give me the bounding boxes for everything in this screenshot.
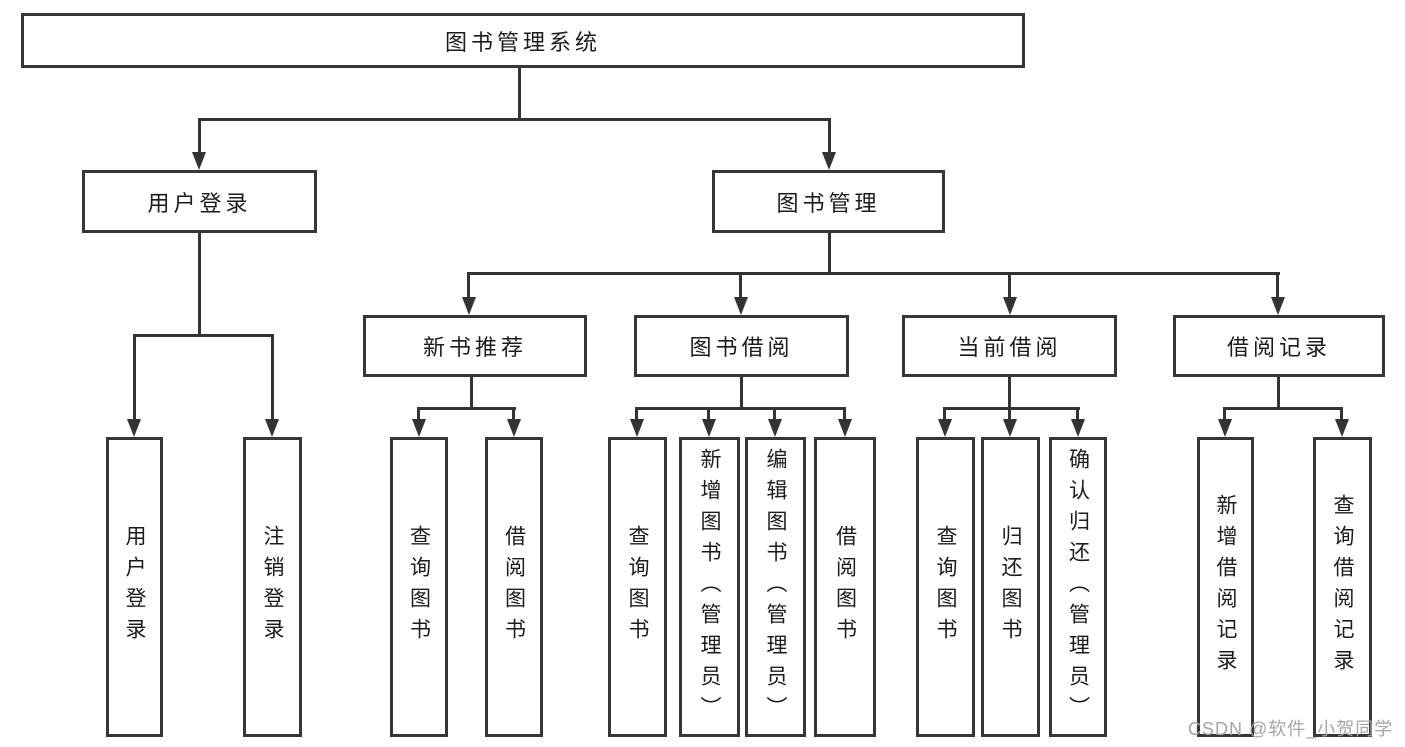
connector-segment [418,407,516,410]
node-borrow-records: 借阅记录 [1173,315,1385,377]
leaf-add-borrow-record: 新增借阅记录 [1197,437,1254,737]
connector-segment [740,377,743,409]
node-book-borrow: 图书借阅 [634,315,849,377]
arrowhead-down-icon [192,152,206,170]
arrowhead-down-icon [768,419,782,437]
arrowhead-down-icon [938,419,952,437]
node-new-book-recommend: 新书推荐 [363,315,587,377]
leaf-borrow-books: 借阅图书 [814,437,876,737]
connector-segment [843,407,846,421]
leaf-query-books-current: 查询图书 [916,437,975,737]
connector-segment [1008,407,1011,421]
connector-segment [467,272,470,299]
connector-segment [828,233,831,274]
connector-segment [1076,407,1079,421]
leaf-confirm-return-admin: 确认归还（管理员） [1049,437,1107,737]
leaf-add-books-admin: 新增图书（管理员） [679,437,740,737]
connector-segment [739,272,742,299]
arrowhead-down-icon [1335,419,1349,437]
connector-segment [198,233,201,337]
connector-segment [518,68,521,120]
arrowhead-down-icon [265,419,279,437]
arrowhead-down-icon [702,419,716,437]
arrowhead-down-icon [1271,297,1285,315]
arrowhead-down-icon [1003,297,1017,315]
connector-segment [512,407,515,421]
leaf-borrow-books-recommend: 借阅图书 [485,437,543,737]
connector-segment [1008,377,1011,409]
node-book-management: 图书管理 [712,170,945,233]
connector-segment [133,334,274,337]
connector-segment [1340,407,1343,421]
node-current-borrow: 当前借阅 [902,315,1117,377]
connector-segment [828,118,831,155]
node-root: 图书管理系统 [21,13,1025,68]
arrowhead-down-icon [412,419,426,437]
connector-segment [707,407,710,421]
leaf-query-borrow-record: 查询借阅记录 [1313,437,1372,737]
node-user-login: 用户登录 [82,170,317,233]
connector-segment [943,407,946,421]
arrowhead-down-icon [462,297,476,315]
arrowhead-down-icon [734,297,748,315]
connector-segment [1223,407,1226,421]
arrowhead-down-icon [822,152,836,170]
connector-segment [198,118,831,121]
arrowhead-down-icon [127,419,141,437]
connector-segment [1276,272,1279,299]
arrowhead-down-icon [838,419,852,437]
csdn-watermark: CSDN @软件_小贺同学 [1188,719,1394,739]
arrowhead-down-icon [1003,419,1017,437]
arrowhead-down-icon [1218,419,1232,437]
connector-segment [635,407,638,421]
leaf-logout: 注销登录 [243,437,302,737]
leaf-query-books-borrow: 查询图书 [608,437,667,737]
connector-segment [133,334,136,421]
leaf-user-login: 用户登录 [106,437,163,737]
arrowhead-down-icon [1071,419,1085,437]
connector-segment [944,407,1080,410]
connector-segment [1277,377,1280,409]
connector-segment [468,272,1280,275]
arrowhead-down-icon [630,419,644,437]
connector-segment [198,118,201,155]
leaf-query-books-recommend: 查询图书 [390,437,448,737]
connector-segment [1224,407,1343,410]
connector-segment [470,377,473,409]
connector-segment [417,407,420,421]
connector-segment [271,334,274,421]
connector-segment [1008,272,1011,299]
arrowhead-down-icon [507,419,521,437]
connector-segment [636,407,846,410]
leaf-return-books: 归还图书 [981,437,1040,737]
leaf-edit-books-admin: 编辑图书（管理员） [745,437,806,737]
connector-segment [773,407,776,421]
